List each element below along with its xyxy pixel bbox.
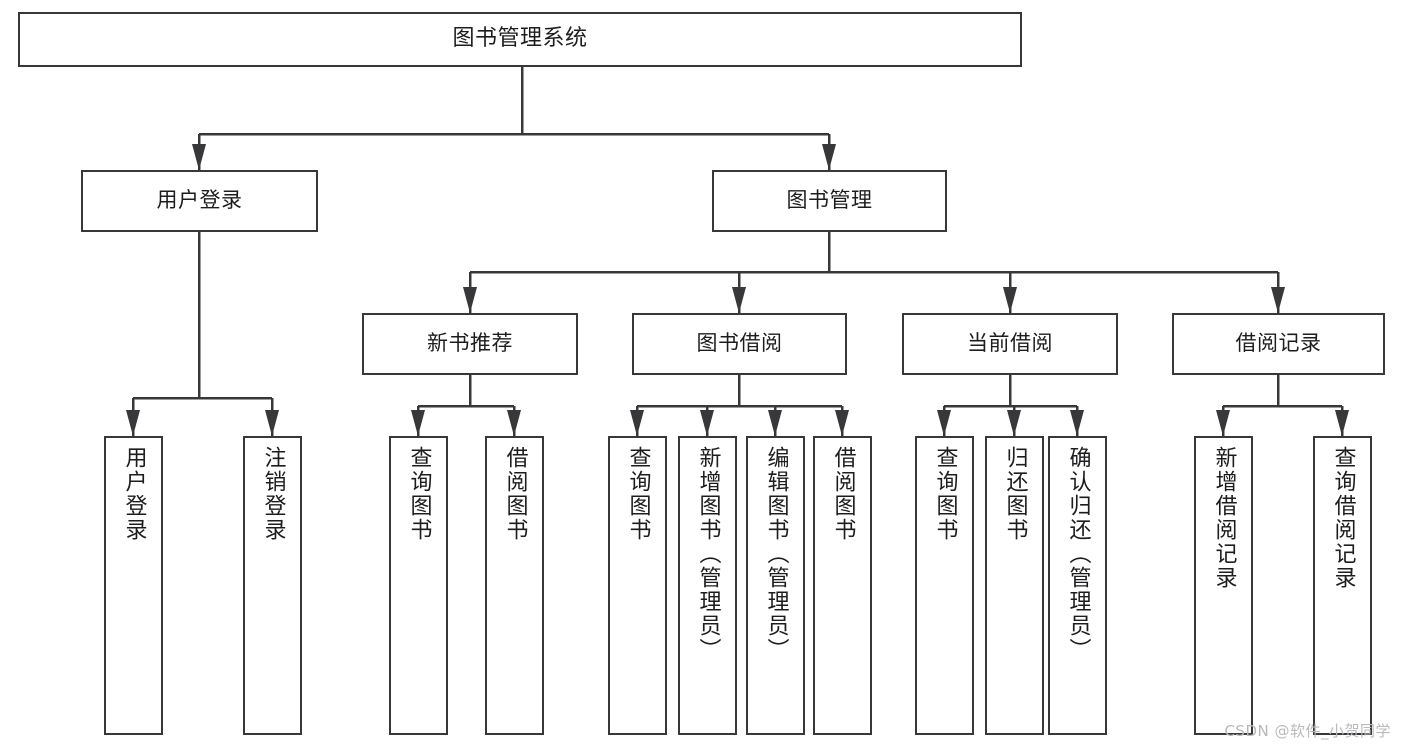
node-root-label: 图书管理系统	[452, 26, 588, 52]
node-root[interactable]: 图书管理系统	[18, 12, 1022, 67]
node-new-book-recommend[interactable]: 新书推荐	[362, 313, 578, 375]
leaf-borrow-book-2[interactable]: 借阅图书	[813, 436, 872, 735]
leaf-query-book-2-label: 查询图书	[625, 446, 651, 542]
leaf-add-book[interactable]: 新增图书（管理员）	[678, 436, 737, 735]
leaf-query-book-3-label: 查询图书	[932, 446, 958, 542]
leaf-add-record-label: 新增借阅记录	[1211, 446, 1237, 590]
node-user-login-label: 用户登录	[156, 188, 243, 213]
node-current-borrow[interactable]: 当前借阅	[902, 313, 1118, 375]
leaf-edit-book[interactable]: 编辑图书（管理员）	[746, 436, 805, 735]
node-current-borrow-label: 当前借阅	[967, 331, 1053, 356]
leaf-user-login-label: 用户登录	[121, 446, 147, 542]
node-book-manage[interactable]: 图书管理	[712, 170, 947, 232]
leaf-logout[interactable]: 注销登录	[243, 436, 302, 735]
node-borrow-record[interactable]: 借阅记录	[1172, 313, 1385, 375]
leaf-user-login[interactable]: 用户登录	[104, 436, 163, 735]
leaf-return-book[interactable]: 归还图书	[985, 436, 1044, 735]
node-user-login[interactable]: 用户登录	[81, 170, 318, 232]
leaf-confirm-return-label: 确认归还（管理员）	[1065, 446, 1091, 662]
leaf-query-book-1-label: 查询图书	[406, 446, 432, 542]
node-book-borrow[interactable]: 图书借阅	[632, 313, 847, 375]
leaf-add-book-label: 新增图书（管理员）	[695, 446, 721, 662]
leaf-logout-label: 注销登录	[260, 446, 286, 542]
node-new-book-recommend-label: 新书推荐	[427, 331, 513, 356]
leaf-query-book-1[interactable]: 查询图书	[389, 436, 448, 735]
leaf-query-record[interactable]: 查询借阅记录	[1313, 436, 1372, 735]
leaf-edit-book-label: 编辑图书（管理员）	[763, 446, 789, 662]
leaf-add-record[interactable]: 新增借阅记录	[1194, 436, 1253, 735]
leaf-borrow-book-1[interactable]: 借阅图书	[485, 436, 544, 735]
leaf-borrow-book-1-label: 借阅图书	[502, 446, 528, 542]
node-borrow-record-label: 借阅记录	[1235, 331, 1322, 356]
node-book-borrow-label: 图书借阅	[696, 331, 783, 356]
node-book-manage-label: 图书管理	[786, 188, 873, 213]
leaf-query-book-3[interactable]: 查询图书	[915, 436, 974, 735]
leaf-return-book-label: 归还图书	[1002, 446, 1028, 542]
leaf-borrow-book-2-label: 借阅图书	[830, 446, 856, 542]
leaf-query-record-label: 查询借阅记录	[1330, 446, 1356, 590]
leaf-confirm-return[interactable]: 确认归还（管理员）	[1048, 436, 1107, 735]
leaf-query-book-2[interactable]: 查询图书	[608, 436, 667, 735]
